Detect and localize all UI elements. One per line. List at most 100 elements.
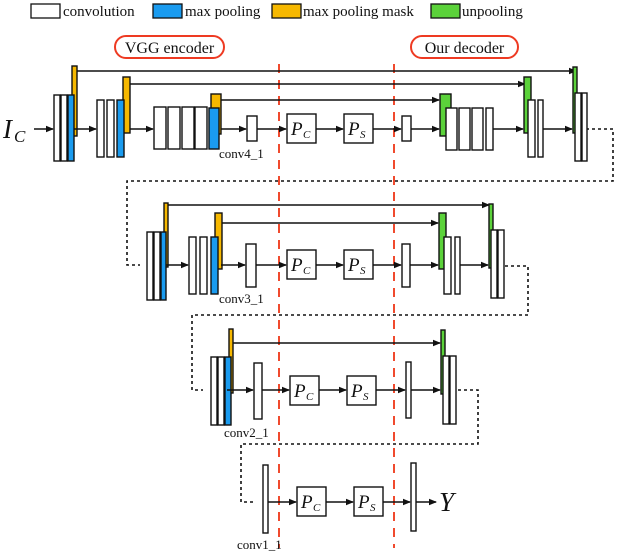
feature-map <box>410 462 417 532</box>
max-pooling <box>67 94 75 162</box>
pc-sub: C <box>303 265 311 277</box>
pc-main: P <box>290 119 303 140</box>
level-connectors <box>126 128 614 503</box>
pc-main: P <box>290 255 303 276</box>
conv-layer <box>167 106 181 150</box>
conv-layer <box>153 231 161 301</box>
conv-layer <box>146 231 154 301</box>
conv-layer <box>527 99 536 158</box>
legend-item-unpooling: unpooling <box>430 3 523 20</box>
layer-label-conv1_1: conv1_1 <box>237 537 282 552</box>
pc-label-level2: P C <box>290 255 311 277</box>
feature-map <box>262 464 269 534</box>
content-projection-box <box>286 249 317 280</box>
content-projection-box <box>296 486 327 517</box>
conv-layer <box>181 106 195 150</box>
ps-sub: S <box>360 129 366 141</box>
level-conv1_1 <box>262 462 437 534</box>
level-conv3_1 <box>146 201 505 301</box>
legend-swatch-convolution <box>30 3 61 19</box>
connector-level3-to-level4 <box>240 389 479 503</box>
pc-label-level3: P C <box>293 381 314 403</box>
max-pooling <box>208 107 220 150</box>
region-label-decoder: Our decoder <box>410 35 519 59</box>
conv-layer <box>60 94 68 162</box>
ps-label-level3: P S <box>350 381 369 403</box>
ps-label-level2: P S <box>347 255 366 277</box>
conv-layer <box>581 92 588 162</box>
pc-main: P <box>293 381 306 402</box>
ps-label-level4: P S <box>357 492 376 514</box>
ps-main: P <box>350 381 363 402</box>
connector-level2-to-level3 <box>191 265 529 391</box>
conv-layer <box>485 107 494 151</box>
conv-layer <box>490 229 498 299</box>
max-pooling <box>160 231 167 301</box>
conv-layer <box>106 99 115 158</box>
conv-layer <box>96 99 105 158</box>
layer-label-conv4_1: conv4_1 <box>219 146 264 161</box>
pc-sub: C <box>306 391 314 403</box>
pc-sub: C <box>313 502 321 514</box>
ps-main: P <box>357 492 370 513</box>
ps-sub: S <box>363 391 369 403</box>
legend-item-max-pooling: max pooling <box>152 3 261 20</box>
legend-item-max-pooling-mask: max pooling mask <box>271 3 414 20</box>
layer-label-conv3_1: conv3_1 <box>219 291 264 306</box>
feature-map <box>405 361 412 419</box>
style-projection-box <box>343 249 374 280</box>
legend-swatch-max-pooling-mask <box>271 3 302 19</box>
legend-label-max-pooling: max pooling <box>185 4 261 20</box>
legend-label-convolution: convolution <box>63 4 135 20</box>
conv-layer <box>217 356 225 426</box>
feature-map <box>253 362 263 420</box>
conv-layer <box>471 107 484 151</box>
conv-layer <box>194 106 208 150</box>
conv-layer <box>153 106 167 150</box>
legend-swatch-max-pooling <box>152 3 183 19</box>
encoder-label: VGG encoder <box>125 40 215 57</box>
legend-swatch-unpooling <box>430 3 461 19</box>
pc-label-level1: P C <box>290 119 311 141</box>
conv-layer <box>53 94 61 162</box>
decoder-label: Our decoder <box>425 40 505 57</box>
pc-label-level4: P C <box>300 492 321 514</box>
pc-main: P <box>300 492 313 513</box>
legend-item-convolution: convolution <box>30 3 135 20</box>
conv-layer <box>199 236 208 295</box>
legend-label-max-pooling-mask: max pooling mask <box>303 4 414 20</box>
max-pooling <box>116 99 125 158</box>
input-label: I C <box>2 114 26 146</box>
encoder-label-border <box>114 35 225 59</box>
conv-layer <box>210 356 218 426</box>
feature-map <box>401 115 412 142</box>
decoder-label-border <box>410 35 519 59</box>
level-conv2_1 <box>210 328 457 426</box>
ps-sub: S <box>370 502 376 514</box>
region-label-encoder: VGG encoder <box>114 35 225 59</box>
conv-layer <box>445 107 458 151</box>
feature-map <box>245 243 257 288</box>
conv-layer <box>188 236 197 295</box>
output-label: Y <box>439 487 457 517</box>
ps-sub: S <box>360 265 366 277</box>
conv-layer <box>497 229 505 299</box>
ps-main: P <box>347 255 360 276</box>
ps-main: P <box>347 119 360 140</box>
feature-map <box>401 243 411 288</box>
ps-label-level1: P S <box>347 119 366 141</box>
level-conv4_1 <box>34 65 588 162</box>
max-pooling <box>224 356 232 426</box>
conv-layer <box>442 355 450 425</box>
conv-layer <box>449 355 457 425</box>
conv-layer <box>458 107 471 151</box>
legend: convolution max pooling max pooling mask… <box>30 3 523 20</box>
input-label-main: I <box>2 114 14 144</box>
conv-layer <box>537 99 544 158</box>
legend-label-unpooling: unpooling <box>462 4 523 20</box>
conv-layer <box>443 236 452 295</box>
conv-layer <box>574 92 582 162</box>
layer-label-conv2_1: conv2_1 <box>224 425 269 440</box>
feature-map <box>246 115 258 142</box>
